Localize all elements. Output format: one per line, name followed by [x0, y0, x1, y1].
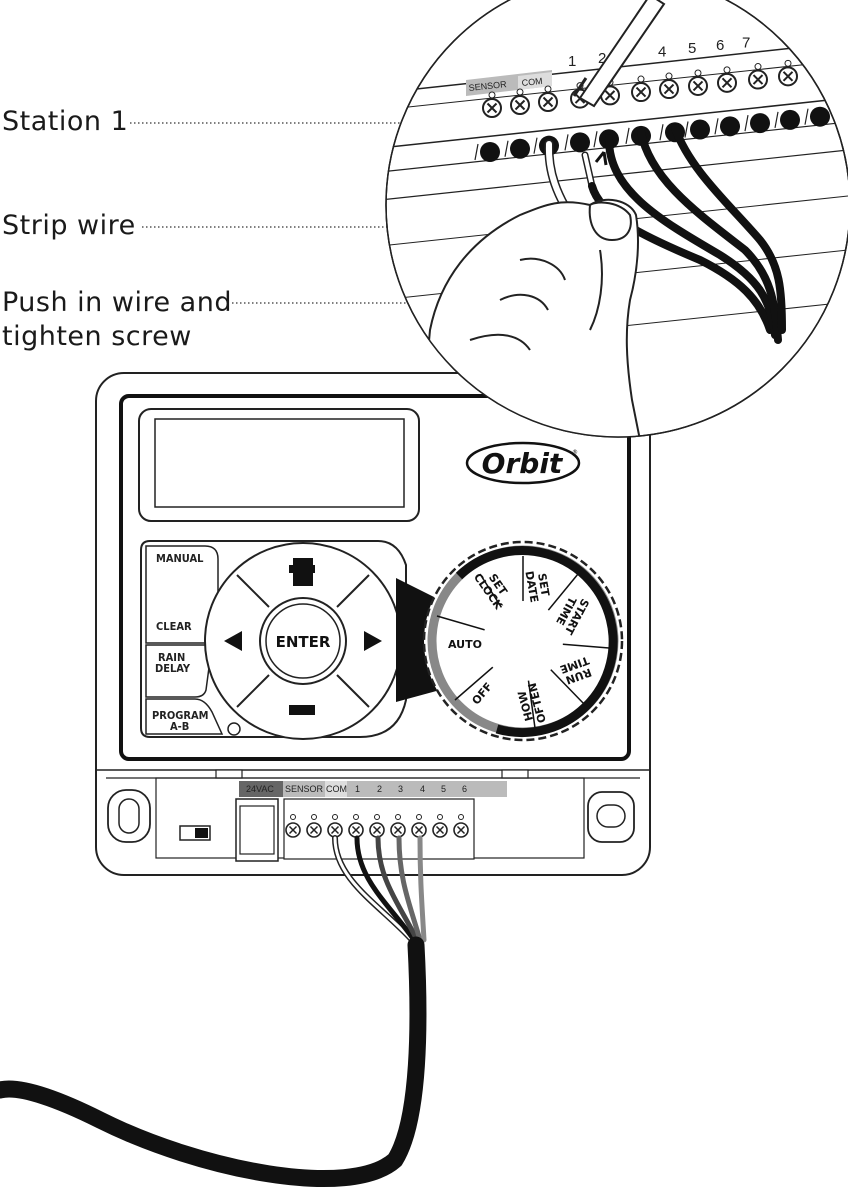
zoom-wire-hole — [570, 132, 590, 153]
indicator-led — [227, 722, 241, 736]
zoom-wire-hole — [810, 106, 830, 127]
controller: Orbit ® MANUAL CLEAR RAIN DELAY PROGRAM … — [0, 372, 651, 1188]
svg-text:CLEAR: CLEAR — [156, 620, 192, 633]
zoom-station-4: 4 — [658, 43, 666, 60]
zoom-station-2: 2 — [598, 50, 606, 67]
mode-dial[interactable]: AUTO OFF SET CLOCK SET DATE START TIME R… — [422, 540, 624, 742]
zoom-wires — [544, 124, 786, 344]
minus-button[interactable] — [289, 705, 315, 715]
svg-text:PROGRAM: PROGRAM — [152, 709, 209, 722]
svg-text:COM: COM — [521, 76, 543, 88]
callout-strip-wire: Strip wire — [2, 210, 136, 241]
terminal-screws — [285, 814, 469, 838]
callout-push-in-wire: Push in wire and — [2, 287, 232, 318]
svg-text:RAIN: RAIN — [158, 651, 185, 664]
svg-text:COM: COM — [326, 784, 347, 794]
zoom-inset: SENSOR COM 1 2 4 5 6 7 — [385, 0, 848, 438]
screwdriver — [572, 0, 666, 108]
zoom-wire-hole — [510, 138, 530, 159]
hand — [418, 198, 642, 437]
zoom-screws — [482, 59, 798, 118]
zoom-wire-holes — [474, 106, 830, 162]
callouts: Station 1 Strip wire Push in wire and ti… — [2, 106, 591, 352]
station-label-4: 4 — [420, 784, 425, 794]
left-arrow-button[interactable] — [224, 631, 242, 651]
zoom-wire-hole — [780, 109, 800, 130]
d-pad: ENTER — [204, 542, 402, 740]
zoom-wire-hole — [720, 116, 740, 137]
svg-text:SENSOR: SENSOR — [285, 784, 324, 794]
station-label-1: 1 — [355, 784, 360, 794]
zoom-station-5: 5 — [688, 40, 696, 57]
station-label-6: 6 — [462, 784, 467, 794]
station-labels: 1 2 3 4 5 6 — [355, 784, 467, 794]
svg-text:SET: SET — [535, 572, 552, 597]
callout-station-1: Station 1 — [2, 106, 128, 137]
svg-text:24VAC: 24VAC — [246, 784, 274, 794]
right-arrow-button[interactable] — [364, 631, 382, 651]
zoom-station-labels: 1 2 4 5 6 7 — [568, 34, 750, 70]
zoom-station-6: 6 — [716, 37, 724, 54]
station-label-2: 2 — [377, 784, 382, 794]
zoom-wire-hole — [480, 142, 500, 162]
lcd-display — [154, 418, 405, 508]
svg-text:SENSOR: SENSOR — [468, 79, 507, 93]
cable — [0, 936, 427, 1188]
svg-text:®: ® — [572, 449, 578, 456]
orbit-logo: Orbit ® — [465, 441, 581, 485]
station-label-5: 5 — [441, 784, 446, 794]
program-button[interactable] — [145, 698, 224, 735]
station-label-3: 3 — [398, 784, 403, 794]
svg-text:MANUAL: MANUAL — [156, 552, 204, 565]
zoom-station-1: 1 — [568, 53, 576, 70]
wire-bundle — [0, 835, 427, 1188]
svg-text:ENTER: ENTER — [276, 633, 331, 651]
brand-name: Orbit — [482, 447, 564, 480]
svg-text:DATE: DATE — [522, 570, 540, 604]
zoom-station-7: 7 — [742, 34, 750, 51]
dial-auto: AUTO — [448, 638, 482, 651]
zoom-wire-hole — [690, 119, 710, 140]
svg-text:A-B: A-B — [170, 720, 189, 733]
svg-text:DELAY: DELAY — [155, 662, 191, 675]
zoom-wire-hole — [750, 113, 770, 134]
callout-tighten-screw: tighten screw — [2, 321, 192, 352]
